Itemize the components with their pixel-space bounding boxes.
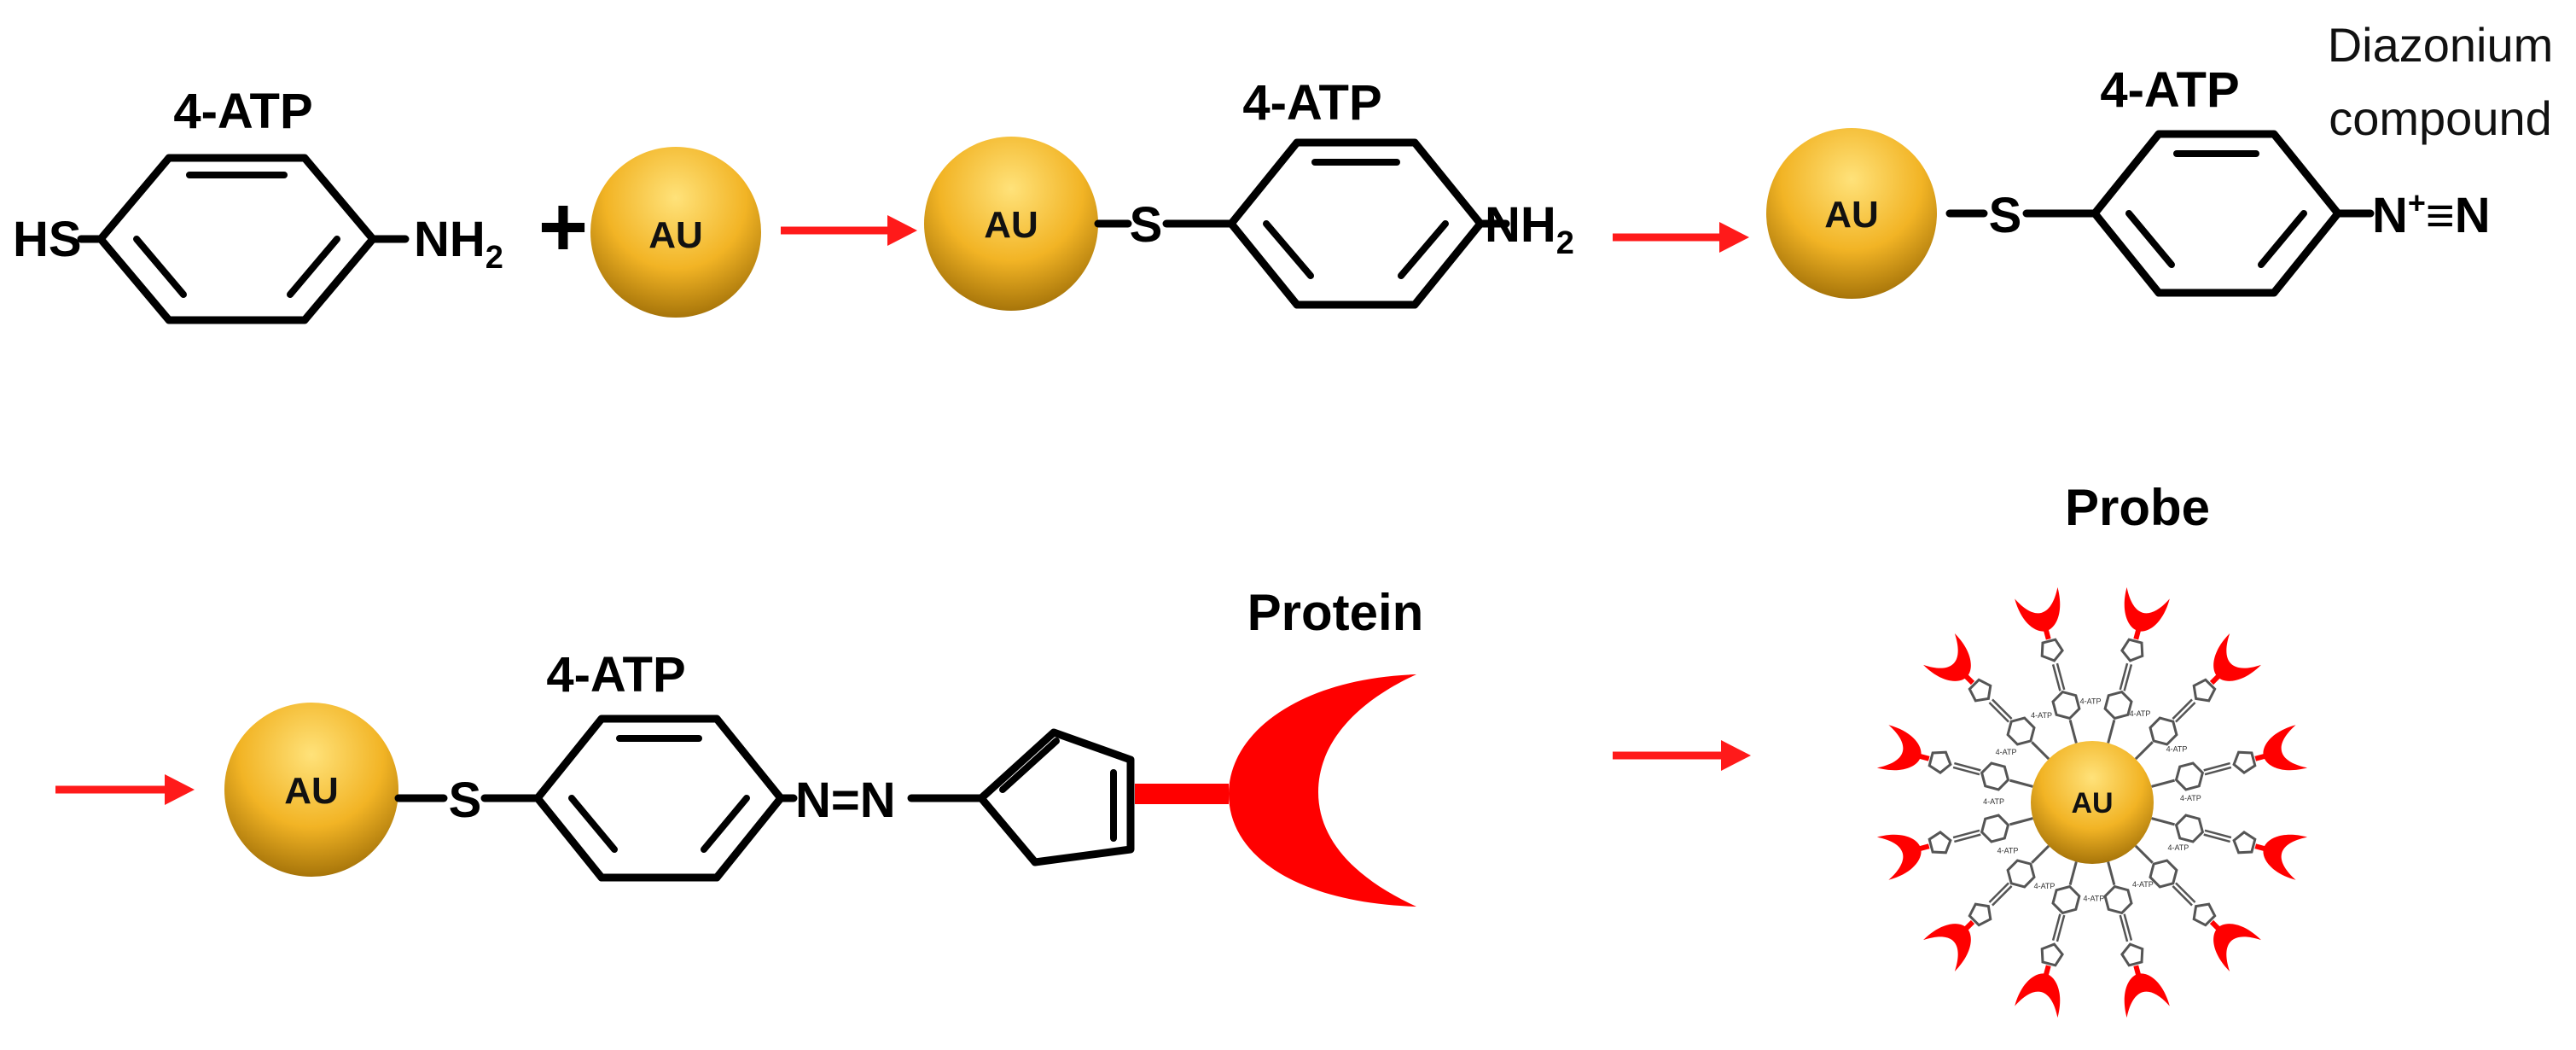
probe-arm-atp-label: 4-ATP	[2130, 709, 2151, 718]
probe-arm: 4-ATP	[1876, 797, 2033, 880]
atp-label-3: 4-ATP	[2100, 62, 2239, 118]
probe-protein-crescent	[2213, 633, 2261, 681]
amine-group-2: NH2	[1485, 197, 1574, 261]
protein-crescent	[1229, 674, 1416, 907]
gold-nanoparticle-2	[924, 137, 1098, 311]
probe-protein-crescent	[1876, 834, 1922, 880]
sulfur-atom-1: S	[1130, 197, 1163, 253]
au-azo-protein-conjugate: AU S 4-ATP N=N Protein	[224, 584, 1423, 907]
probe-arm-atp-label: 4-ATP	[2166, 745, 2188, 754]
free-4-atp-molecule: 4-ATP HS NH2	[13, 84, 503, 324]
svg-text:AU: AU	[1824, 194, 1879, 236]
sulfur-atom-3: S	[449, 773, 482, 828]
diazonium-group: N+≡N	[2372, 185, 2491, 243]
plus-sign: +	[538, 179, 588, 275]
probe-arm: 4-ATP	[2103, 586, 2170, 744]
probe-arm: 4-ATP	[1876, 725, 2033, 791]
probe-arm-atp-label: 4-ATP	[2080, 697, 2102, 706]
probe-protein-crescent	[2263, 725, 2308, 771]
probe-au-label: AU	[2071, 787, 2113, 820]
atp-label-2: 4-ATP	[1242, 75, 1381, 131]
reaction-arrow-3	[55, 774, 195, 805]
diazonium-label-line2: compound	[2329, 91, 2552, 145]
au-s-4-atp-conjugate: AU S 4-ATP NH2	[924, 75, 1574, 311]
probe-assembly: Probe 4-ATP4-ATP4-ATP4-ATP4-ATP4-ATP4-AT…	[1876, 479, 2308, 1018]
amine-group-1: NH2	[414, 212, 503, 276]
probe-protein-crescent	[1876, 725, 1922, 771]
probe-protein-crescent	[2015, 973, 2061, 1018]
probe-arm: 4-ATP	[2015, 861, 2081, 1018]
probe-protein-crescent	[1923, 924, 1971, 971]
probe-arm: 4-ATP	[1923, 844, 2050, 971]
probe-protein-crescent	[2213, 924, 2261, 971]
probe-arm-atp-label: 4-ATP	[2132, 880, 2154, 889]
probe-gold-core	[2031, 741, 2154, 864]
atp-label-4: 4-ATP	[546, 647, 685, 703]
gold-nanoparticle-4	[224, 703, 398, 877]
probe-arm-atp-label: 4-ATP	[1983, 797, 2004, 806]
diazonium-label-line1: Diazonium	[2328, 18, 2554, 72]
probe-arm: 4-ATP	[2132, 844, 2261, 971]
probe-protein-crescent	[2263, 834, 2308, 880]
svg-text:AU: AU	[984, 204, 1038, 246]
probe-arms: 4-ATP 4-ATP 4-ATP 4-ATP 4-ATP 4-ATP 4-ATP 4-ATP…	[1876, 586, 2308, 1018]
benzene-ring-1	[96, 154, 377, 324]
probe-arm: 4-ATP	[2151, 814, 2308, 880]
probe-protein-crescent	[1923, 633, 1971, 681]
protein-linker	[1135, 784, 1229, 804]
gold-nanoparticle-1: AU	[590, 147, 761, 318]
hs-group: HS	[13, 212, 82, 267]
svg-text:AU: AU	[284, 770, 339, 812]
probe-arm-atp-label: 4-ATP	[2083, 894, 2104, 902]
svg-text:AU: AU	[648, 214, 703, 256]
probe-arm-atp-label: 4-ATP	[1997, 846, 2019, 855]
reaction-arrow-1	[781, 215, 917, 246]
probe-protein-crescent	[2015, 586, 2061, 632]
protein-label: Protein	[1247, 584, 1424, 641]
probe-arm: 4-ATP	[2134, 633, 2261, 761]
probe-arm: 4-ATP	[2015, 586, 2102, 744]
probe-label: Probe	[2065, 479, 2210, 536]
au-diazonium-conjugate: AU S 4-ATP N+≡N Diazonium compound	[1766, 18, 2553, 299]
probe-arm-atp-label: 4-ATP	[1996, 748, 2017, 756]
probe-arm: 4-ATP	[2083, 861, 2170, 1018]
probe-protein-crescent	[2124, 973, 2170, 1018]
gold-nanoparticle-3	[1766, 128, 1937, 299]
atp-label-1: 4-ATP	[173, 84, 312, 139]
probe-arm-atp-label: 4-ATP	[2180, 794, 2201, 802]
probe-arm: 4-ATP	[2151, 725, 2308, 802]
reaction-arrow-4	[1613, 740, 1751, 771]
probe-arm-atp-label: 4-ATP	[2034, 882, 2056, 890]
cyclopentadiene-ring	[977, 728, 1135, 866]
probe-arm: 4-ATP	[1923, 633, 2052, 761]
probe-arm-atp-label: 4-ATP	[2167, 843, 2189, 852]
probe-protein-crescent	[2124, 586, 2170, 632]
azo-group: N=N	[795, 773, 896, 828]
reaction-arrow-2	[1613, 222, 1749, 253]
sulfur-atom-2: S	[1989, 188, 2022, 243]
probe-arm-atp-label: 4-ATP	[2031, 711, 2052, 720]
